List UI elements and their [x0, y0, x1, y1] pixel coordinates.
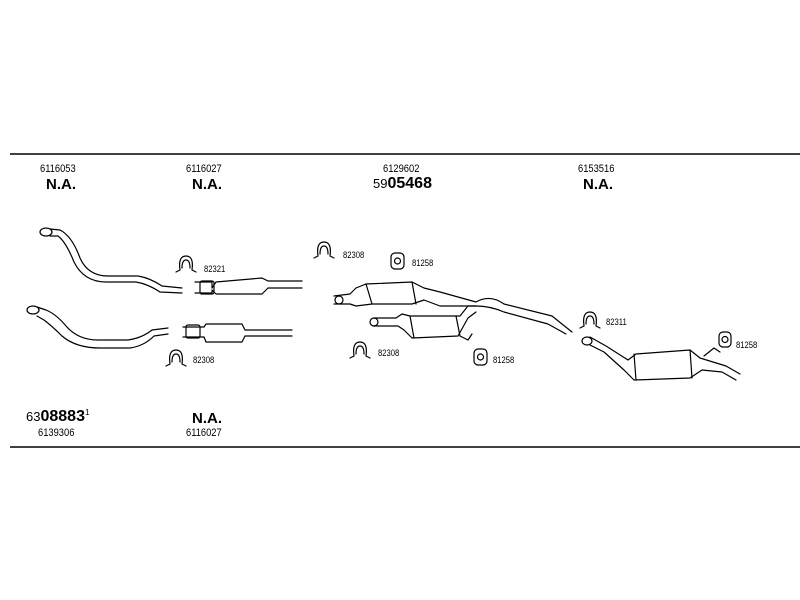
- cat-pipe-lower: [182, 323, 293, 343]
- part-number-6153516: 6153516: [578, 163, 615, 175]
- hanger-icon-b: [473, 348, 488, 366]
- status-na-footer: N.A.: [192, 410, 222, 427]
- clamp-icon-d: [349, 341, 371, 359]
- status-na-col4: N.A.: [583, 176, 613, 193]
- rear-silencer: [581, 336, 741, 381]
- front-pipe-upper: [39, 227, 183, 294]
- status-na-col2: N.A.: [192, 176, 222, 193]
- footer-code-suffix: 1: [84, 408, 90, 417]
- clamp-icon-a: [175, 255, 197, 273]
- footer-code-prefix: 63: [26, 409, 41, 424]
- cat-pipe-upper: [194, 277, 303, 295]
- callout-82311: 82311: [606, 317, 627, 327]
- callout-82308-bottom: 82308: [378, 348, 400, 358]
- callout-82308-top: 82308: [343, 250, 365, 260]
- centre-silencer-lower: [369, 305, 477, 341]
- callout-81258-right: 81258: [736, 340, 758, 350]
- callout-81258-mid: 81258: [493, 355, 515, 365]
- clamp-icon-b: [165, 349, 187, 367]
- part-number-6139306: 6139306: [38, 427, 75, 439]
- callout-82308-left: 82308: [193, 355, 215, 365]
- part-number-6116053: 6116053: [40, 163, 76, 175]
- footer-code-main: 08883: [40, 408, 85, 425]
- callout-81258-top: 81258: [412, 258, 434, 268]
- order-code-col3: 5905468: [373, 176, 432, 192]
- part-number-6116027-bottom: 6116027: [186, 427, 222, 439]
- clamp-icon-c: [313, 241, 335, 259]
- part-number-6116027-top: 6116027: [186, 163, 222, 175]
- front-pipe-lower: [26, 305, 169, 349]
- status-na-col1: N.A.: [46, 176, 76, 193]
- order-code-prefix: 59: [373, 176, 388, 191]
- callout-82321: 82321: [204, 264, 226, 274]
- centre-silencer-upper: [333, 281, 573, 335]
- order-code-main: 05468: [387, 175, 432, 192]
- part-number-6129602: 6129602: [383, 163, 420, 175]
- clamp-icon-e: [579, 311, 601, 329]
- hanger-icon-c: [718, 331, 732, 348]
- hanger-icon-a: [390, 252, 405, 270]
- order-code-footer: 63088831: [26, 409, 89, 425]
